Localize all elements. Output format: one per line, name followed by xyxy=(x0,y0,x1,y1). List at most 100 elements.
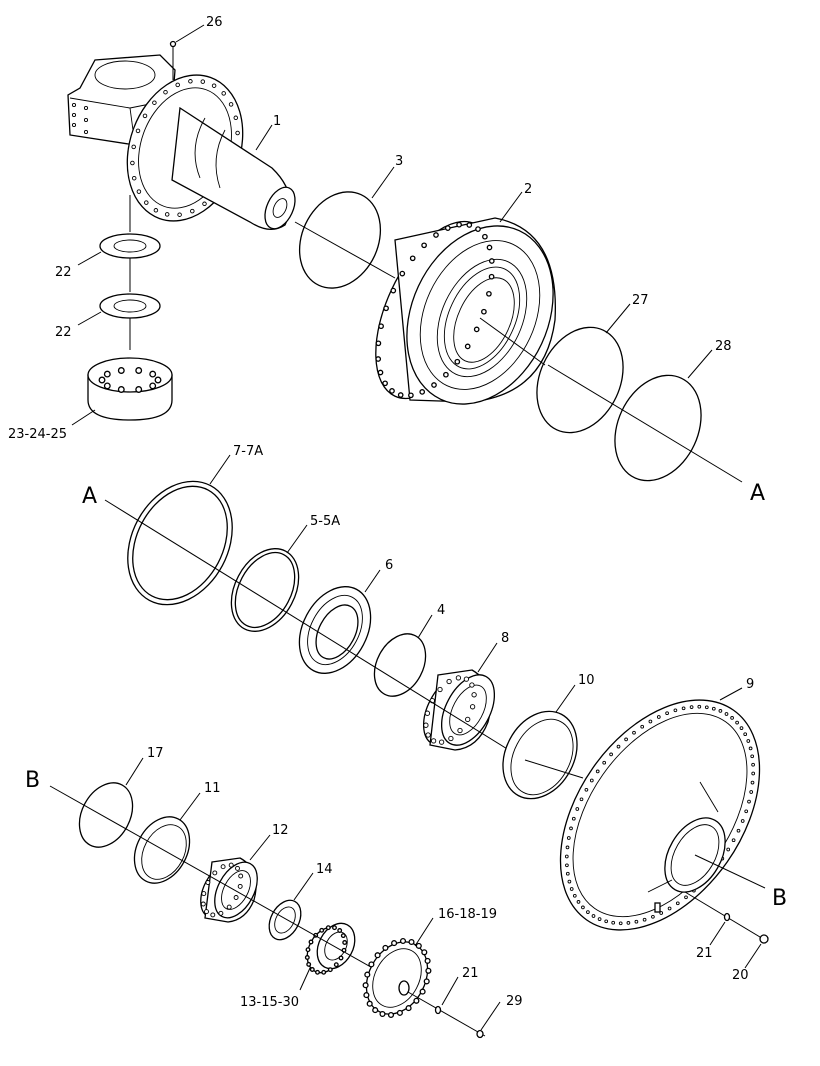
ring-gear-tooth xyxy=(726,847,731,852)
hub-bolt xyxy=(473,326,480,333)
bearing-roller xyxy=(423,722,429,728)
sun-gear-tooth xyxy=(362,982,369,989)
flange-bolt-hole xyxy=(235,130,240,136)
flange-bolt-hole xyxy=(221,91,226,96)
hub-bolt xyxy=(456,221,462,228)
flange-bolt-hole xyxy=(130,160,135,166)
ring-gear-tooth xyxy=(750,754,755,759)
part-6-seal-plate xyxy=(298,586,372,674)
ring-gear-tooth xyxy=(747,799,751,804)
sun-gear-tooth xyxy=(387,1011,395,1019)
flange-bolt-hole xyxy=(153,208,159,213)
hub-bolt xyxy=(488,273,495,280)
ring-gear-tooth xyxy=(750,780,755,785)
hub-bolt xyxy=(389,388,395,394)
hub-bolt xyxy=(378,323,384,330)
bearing-roller xyxy=(437,686,443,693)
flange-bolt-hole xyxy=(136,189,142,194)
callout-21-upper: 21 xyxy=(696,946,713,961)
gear-tooth xyxy=(315,969,320,975)
hub-bolt xyxy=(481,308,487,315)
ring-gear-tooth xyxy=(581,905,585,910)
ring-gear-tooth xyxy=(589,778,594,783)
callout-26: 26 xyxy=(206,15,223,30)
bearing-roller xyxy=(205,880,211,885)
flange-bolt-hole xyxy=(152,100,157,105)
hub-bolt xyxy=(431,382,437,388)
ring-gear-tooth xyxy=(569,826,573,831)
hub-bolt xyxy=(464,343,471,350)
part-28-o-ring xyxy=(614,374,702,482)
ring-gear-tooth xyxy=(567,879,572,884)
part-11-bearing-cup xyxy=(133,816,191,884)
sun-gear-tooth xyxy=(405,1005,412,1012)
part-21-washer-upper xyxy=(723,912,731,922)
ring-gear-tooth xyxy=(665,711,669,716)
hub-bolt xyxy=(466,222,473,228)
section-marker-A-right: A xyxy=(750,481,765,506)
flange-bolt-hole xyxy=(142,113,148,119)
sun-gear-tooth xyxy=(364,971,371,978)
sun-gear-tooth xyxy=(366,1000,373,1007)
ring-gear-tooth xyxy=(744,809,749,814)
bearing-roller xyxy=(204,909,209,915)
ring-gear-tooth xyxy=(675,901,680,906)
gear-tooth xyxy=(319,927,325,933)
section-marker-B-left: B xyxy=(25,768,40,793)
hub-bolt xyxy=(409,255,416,262)
hub-bolt xyxy=(454,358,461,365)
bearing-roller xyxy=(463,676,470,682)
block-pin xyxy=(135,386,143,393)
bearing-roller xyxy=(238,873,244,879)
ring-gear-tooth xyxy=(751,762,755,767)
ring-gear-tooth xyxy=(597,917,602,921)
bearing-roller xyxy=(218,910,224,916)
ring-gear-tooth xyxy=(748,746,753,751)
callout-23-24-25: 23-24-25 xyxy=(8,427,67,442)
ring-gear-tooth xyxy=(571,816,576,821)
bearing-roller xyxy=(201,891,207,897)
block-pin xyxy=(135,367,143,374)
part-22-shim-upper xyxy=(99,233,161,259)
ring-gear-tooth xyxy=(572,893,577,898)
callout-3: 3 xyxy=(395,154,403,169)
flange-bolt-hole xyxy=(177,212,182,217)
ring-gear-tooth xyxy=(640,724,645,729)
block-pin xyxy=(103,370,111,378)
bearing-roller xyxy=(220,864,226,870)
callout-17: 17 xyxy=(147,746,164,761)
callout-leaders xyxy=(71,24,762,1031)
ring-gear-tooth xyxy=(749,790,754,794)
bearing-roller xyxy=(438,739,445,745)
ring-gear-tooth xyxy=(611,920,616,925)
ring-gear-tooth xyxy=(584,787,589,792)
callout-11: 11 xyxy=(204,781,221,796)
gear-tooth xyxy=(338,955,344,961)
gear-tooth xyxy=(337,928,343,933)
flange-bolt-hole xyxy=(233,115,239,121)
flange-bolt-hole xyxy=(131,144,136,150)
hub-bolt xyxy=(433,232,439,238)
block-pin xyxy=(117,367,125,374)
hub-bolt xyxy=(383,305,389,312)
part-8-bearing-cone xyxy=(422,669,496,751)
hub-bolt xyxy=(397,392,404,398)
callout-4: 4 xyxy=(437,603,445,618)
part-20-bolt xyxy=(759,934,769,944)
ring-gear-tooth xyxy=(565,845,570,850)
ring-gear-tooth xyxy=(743,732,748,737)
ring-gear-tooth xyxy=(602,760,607,765)
part-12-bearing-cone xyxy=(200,857,258,923)
ring-gear-tooth xyxy=(595,769,600,774)
bearing-roller xyxy=(424,710,431,716)
ring-gear-tooth xyxy=(566,836,571,840)
part-27-o-ring xyxy=(536,326,624,434)
sun-gear-tooth xyxy=(408,938,415,946)
block-pin xyxy=(149,370,157,378)
ring-gear-tooth xyxy=(739,726,744,730)
bearing-roller xyxy=(235,865,240,871)
ring-gear-tooth xyxy=(689,705,694,709)
part-5-5A-ring xyxy=(230,548,300,632)
ring-gear-tooth xyxy=(579,797,584,802)
